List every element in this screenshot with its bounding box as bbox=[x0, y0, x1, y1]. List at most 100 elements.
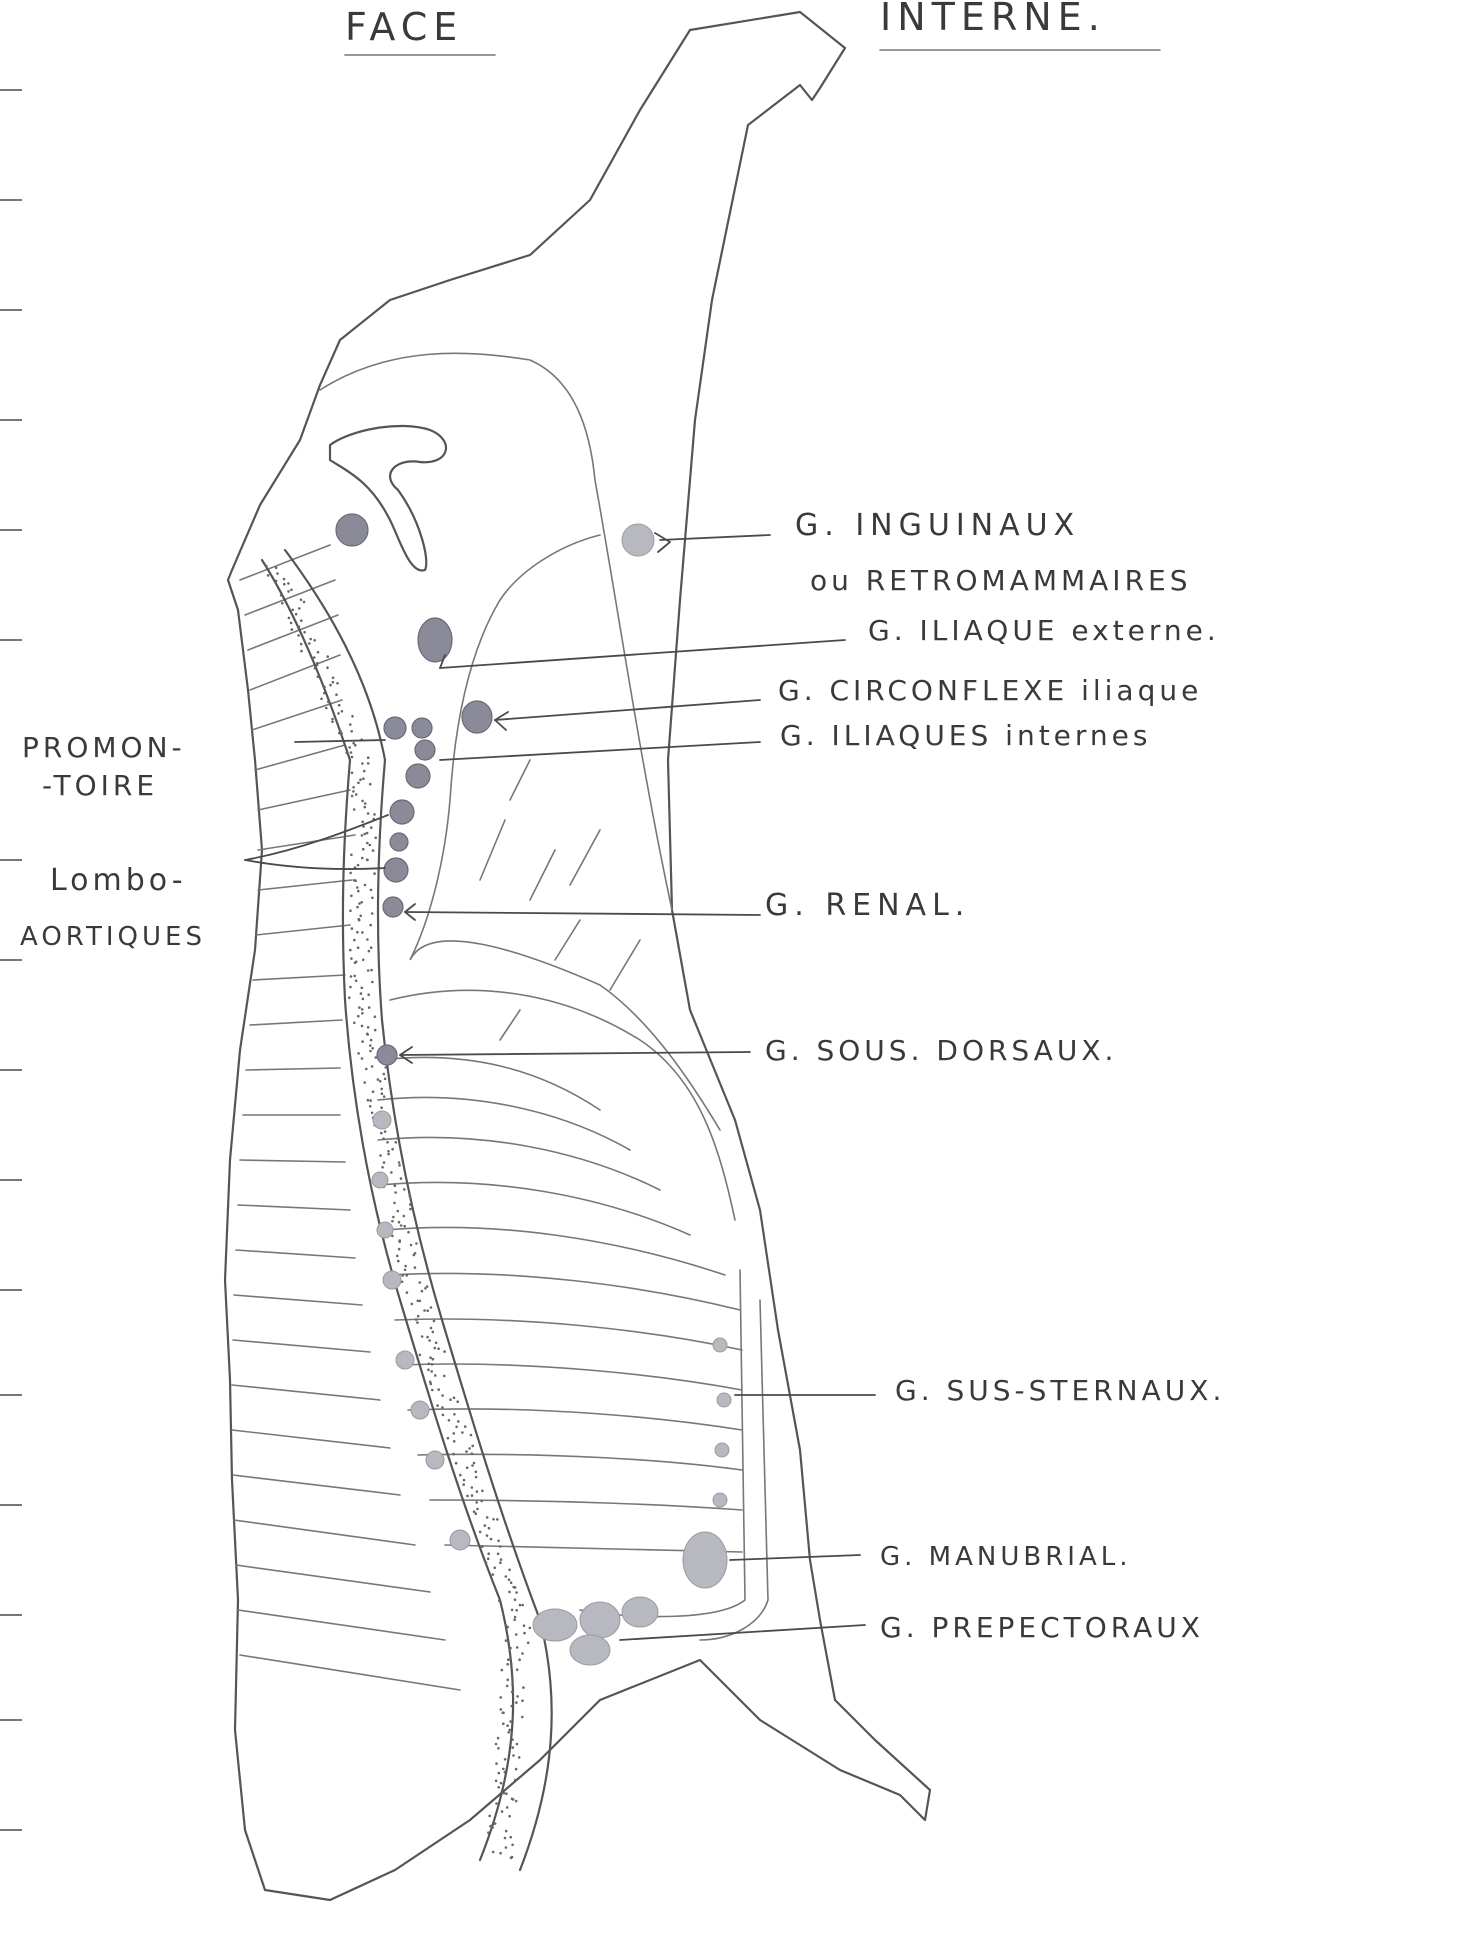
spine-stipple bbox=[515, 1591, 518, 1594]
label-renal: G. RENAL. bbox=[765, 888, 970, 923]
spine-stipple bbox=[491, 1826, 494, 1829]
spine-stipple bbox=[395, 1141, 398, 1144]
spine-stipple bbox=[518, 1658, 521, 1661]
spine-stipple bbox=[380, 1088, 383, 1091]
spine-stipple bbox=[481, 1545, 484, 1548]
node-circumflex bbox=[462, 701, 492, 733]
spine-stipple bbox=[370, 889, 373, 892]
spine-stipple bbox=[332, 681, 335, 684]
spine-stipple bbox=[335, 693, 338, 696]
spine-stipple bbox=[432, 1331, 435, 1334]
spine-stipple bbox=[367, 993, 370, 996]
spine-stipple bbox=[373, 813, 376, 816]
node-pelvic bbox=[336, 514, 368, 546]
spine-stipple bbox=[351, 795, 354, 798]
spine-stipple bbox=[298, 626, 301, 629]
spine-stipple bbox=[366, 938, 369, 941]
spine-stipple bbox=[361, 834, 364, 837]
spine-stipple bbox=[290, 622, 293, 625]
spine-stipple bbox=[521, 1604, 524, 1607]
spine-stipple bbox=[424, 1287, 427, 1290]
spine-stipple bbox=[506, 1685, 509, 1688]
spine-stipple bbox=[511, 1683, 514, 1686]
spine-stipple bbox=[350, 730, 353, 733]
spine-stipple bbox=[323, 686, 326, 689]
spine-stipple bbox=[287, 590, 290, 593]
spine-stipple bbox=[495, 1802, 498, 1805]
spine-stipple bbox=[411, 1303, 414, 1306]
spine-stipple bbox=[357, 946, 360, 949]
node-sus-sternal-1 bbox=[713, 1338, 727, 1352]
spine-stipple bbox=[415, 1318, 418, 1321]
spine-stipple bbox=[326, 666, 329, 669]
spine-stipple bbox=[349, 723, 352, 726]
spine-stipple bbox=[510, 1581, 513, 1584]
spine-stipple bbox=[470, 1434, 473, 1437]
spine-stipple bbox=[471, 1452, 474, 1455]
spine-stipple bbox=[514, 1779, 517, 1782]
spine-stipple bbox=[475, 1501, 478, 1504]
spine-stipple bbox=[476, 1490, 479, 1493]
node-sous-dorsal-4 bbox=[377, 1222, 393, 1238]
spine-stipple bbox=[429, 1356, 432, 1359]
spine-stipple bbox=[350, 895, 353, 898]
spine-stipple bbox=[366, 1033, 369, 1036]
spine-stipple bbox=[521, 1699, 524, 1702]
node-iliac-internal-2 bbox=[412, 718, 432, 738]
spine-stipple bbox=[419, 1354, 422, 1357]
spine-stipple bbox=[508, 1815, 511, 1818]
spine-stipple bbox=[275, 567, 278, 570]
spine-stipple bbox=[428, 1363, 431, 1366]
spine-stipple bbox=[466, 1466, 469, 1469]
node-prepectoral-1 bbox=[533, 1609, 577, 1641]
spine-stipple bbox=[409, 1208, 412, 1211]
spine-stipple bbox=[499, 1852, 502, 1855]
spine-stipple bbox=[351, 756, 354, 759]
spine-stipple bbox=[510, 1857, 513, 1860]
spine-stipple bbox=[415, 1242, 418, 1245]
spine-stipple bbox=[358, 902, 361, 905]
spine-stipple bbox=[487, 1552, 490, 1555]
spine-stipple bbox=[355, 979, 358, 982]
spine-stipple bbox=[386, 1141, 389, 1144]
spine-stipple bbox=[521, 1652, 524, 1655]
spine-stipple bbox=[409, 1203, 412, 1206]
spine-stipple bbox=[361, 987, 364, 990]
spine-stipple bbox=[369, 1044, 372, 1047]
spine-stipple bbox=[466, 1495, 469, 1498]
spine-stipple bbox=[361, 1040, 364, 1043]
label-sous-dorsaux: G. SOUS. DORSAUX. bbox=[765, 1034, 1117, 1067]
spine-stipple bbox=[504, 1771, 507, 1774]
spine-stipple bbox=[355, 961, 358, 964]
spine-stipple bbox=[514, 1616, 517, 1619]
spine-stipple bbox=[511, 1798, 514, 1801]
spine-stipple bbox=[464, 1425, 467, 1428]
spine-stipple bbox=[513, 1618, 516, 1621]
spine-stipple bbox=[492, 1573, 495, 1576]
spine-stipple bbox=[404, 1269, 407, 1272]
label-manubrial: G. MANUBRIAL. bbox=[880, 1542, 1131, 1572]
spine-stipple bbox=[523, 1632, 526, 1635]
spine-stipple bbox=[316, 662, 319, 665]
spine-stipple bbox=[354, 744, 357, 747]
spine-stipple bbox=[400, 1224, 403, 1227]
node-lombo-3 bbox=[384, 858, 408, 882]
spine-stipple bbox=[452, 1453, 455, 1456]
spine-stipple bbox=[453, 1440, 456, 1443]
spine-stipple bbox=[419, 1300, 422, 1303]
spine-stipple bbox=[313, 639, 316, 642]
spine-stipple bbox=[508, 1569, 511, 1572]
spine-stipple bbox=[506, 1724, 509, 1727]
spine-stipple bbox=[374, 1029, 377, 1032]
spine-stipple bbox=[453, 1397, 456, 1400]
spine-stipple bbox=[495, 1743, 498, 1746]
spine-stipple bbox=[511, 1609, 514, 1612]
spine-stipple bbox=[471, 1494, 474, 1497]
spine-stipple bbox=[371, 1065, 374, 1068]
spine-stipple bbox=[462, 1483, 465, 1486]
spine-stipple bbox=[329, 684, 332, 687]
spine-stipple bbox=[362, 777, 365, 780]
spine-stipple bbox=[380, 1132, 383, 1135]
spine-stipple bbox=[385, 1066, 388, 1069]
spine-stipple bbox=[374, 1015, 377, 1018]
